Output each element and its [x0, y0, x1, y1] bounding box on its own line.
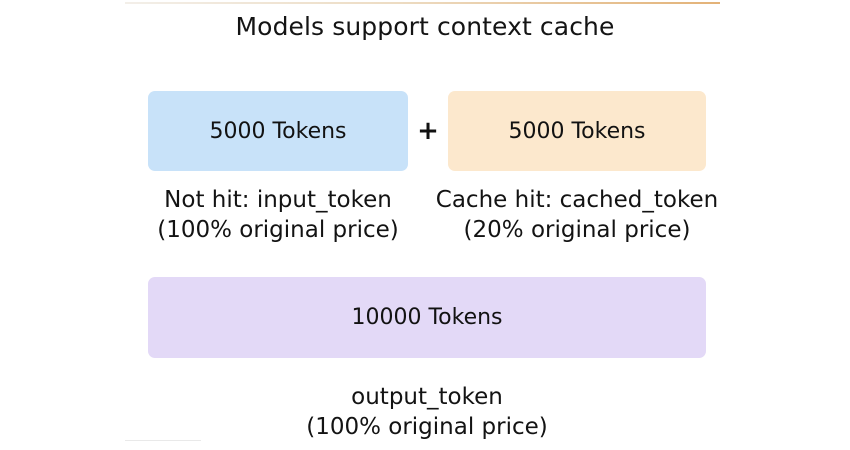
input-token-caption-line2: (100% original price) — [157, 217, 399, 243]
cached-token-box-label: 5000 Tokens — [508, 118, 646, 144]
output-token-box: 10000 Tokens — [148, 277, 706, 358]
output-token-caption-line2: (100% original price) — [306, 414, 548, 440]
input-token-caption-line1: Not hit: input_token — [164, 187, 392, 213]
top-accent-rule — [125, 2, 720, 4]
bottom-hairline-rule — [125, 440, 201, 441]
cached-token-caption-line1: Cache hit: cached_token — [435, 187, 719, 213]
cached-token-caption: Cache hit: cached_token (20% original pr… — [428, 185, 726, 245]
output-token-caption: output_token (100% original price) — [148, 382, 706, 442]
cached-token-caption-line2: (20% original price) — [463, 217, 691, 243]
diagram-title: Models support context cache — [235, 12, 615, 41]
input-token-caption: Not hit: input_token (100% original pric… — [128, 185, 428, 245]
input-token-box: 5000 Tokens — [148, 91, 408, 171]
plus-operator-icon: + — [417, 116, 439, 146]
cached-token-box: 5000 Tokens — [448, 91, 706, 171]
output-token-box-label: 10000 Tokens — [351, 305, 503, 330]
input-token-box-label: 5000 Tokens — [209, 118, 347, 144]
output-token-caption-line1: output_token — [351, 384, 503, 410]
